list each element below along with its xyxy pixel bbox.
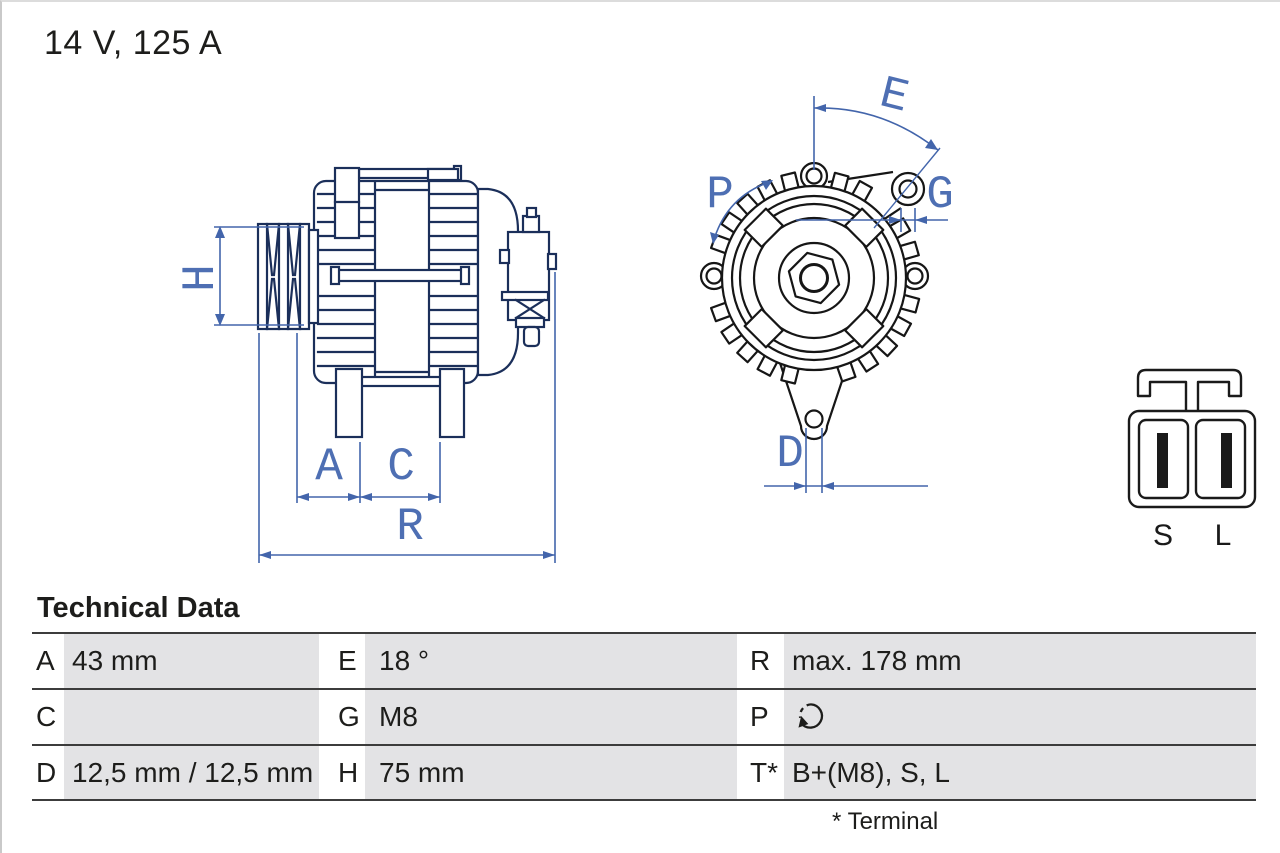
value-cell-bg [365,746,737,799]
spec-value-G: M8 [379,701,418,732]
spec-value-H: 75 mm [379,757,465,788]
spec-value-T: B+(M8), S, L [792,757,950,788]
alternator-side-view [256,164,558,439]
spec-key-P: P [750,701,769,732]
connector-body [1127,409,1257,509]
spec-value-A: 43 mm [72,645,158,676]
dim-label-g: G [926,169,954,221]
alternator-front-view [699,161,930,441]
page-title: 14 V, 125 A [44,24,223,62]
dim-label-d: D [776,428,804,480]
plug-connector-view [1127,368,1257,509]
value-cell-bg [784,690,1256,744]
dimension-labels: H A C R E P G D [175,67,954,553]
connector-clip [1136,368,1243,414]
dim-label-a: A [315,441,343,493]
table-border-top [32,632,1256,634]
spec-key-T: T* [750,757,778,788]
dim-label-h: H [175,264,227,292]
spec-key-R: R [750,645,771,676]
terminal-label-l: L [1215,519,1232,552]
spec-key-G: G [338,701,360,732]
terminal-footnote: * Terminal [832,808,939,835]
technical-drawing: S L [175,67,1257,563]
spec-key-A: A [36,645,55,676]
spec-key-E: E [338,645,357,676]
dim-label-e: E [875,67,914,124]
spec-value-E: 18 ° [379,645,430,676]
spec-key-H: H [338,757,359,788]
spec-key-D: D [36,757,57,788]
dim-label-p: P [706,169,734,221]
spec-value-D: 12,5 mm / 12,5 mm [72,757,314,788]
value-cell-bg [64,690,319,744]
table-row-divider [32,744,1256,746]
terminal-blade-l [1221,433,1232,488]
terminal-window-s [1137,418,1190,500]
value-cell-bg [365,690,737,744]
table-title: Technical Data [37,592,240,624]
value-cell-bg [784,746,1256,799]
dim-label-r: R [396,501,424,553]
table-row-divider [32,688,1256,690]
dimension-arrowheads [215,104,938,559]
spec-value-R: max. 178 mm [792,645,962,676]
spec-key-C: C [36,701,57,732]
dim-label-c: C [387,441,415,493]
terminal-window-l [1194,418,1247,500]
table-border-bottom [32,799,1256,801]
value-cell-bg [64,746,319,799]
value-cell-bg [365,634,737,688]
value-cell-bg [64,634,319,688]
terminal-blade-s [1157,433,1168,488]
rotation-direction-icon [794,699,828,733]
terminal-label-s: S [1153,519,1173,552]
value-cell-bg [784,634,1256,688]
